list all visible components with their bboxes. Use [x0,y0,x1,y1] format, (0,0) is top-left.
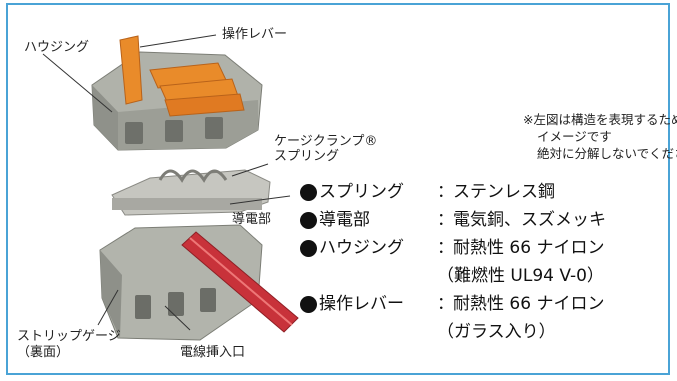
spec-list: スプリング ： ステンレス鋼 導電部 ： 電気銅、スズメッキ ハウジング ： 耐… [300,178,606,346]
bullet-icon [300,295,317,313]
disclaimer-note: ※左図は構造を表現するための イメージです 絶対に分解しないでください [523,111,677,162]
spec-row-conductor: 導電部 ： 電気銅、スズメッキ [300,206,606,234]
label-conductor: 導電部 [232,212,272,227]
label-wire-entry: 電線挿入口 [180,345,246,360]
spec-row-housing: ハウジング ： 耐熱性 66 ナイロン [300,234,606,262]
spec-row-housing-note: （難燃性 UL94 V-0） [437,266,604,286]
operating-levers [119,35,245,117]
note-line-1: ※左図は構造を表現するための [523,112,677,127]
label-spring: ケージクランプ® [274,134,378,149]
cage-clamp-spring [111,169,271,216]
spec-row-lever: 操作レバー ： 耐熱性 66 ナイロン [300,290,606,318]
leader-lines [42,34,291,331]
label-spring-2: スプリング [274,149,340,164]
bullet-icon [300,183,317,201]
bullet-icon [300,211,317,229]
spec-row-spring: スプリング ： ステンレス鋼 [300,178,606,206]
label-strip-gauge-2: （裏面） [17,345,70,360]
label-strip-gauge: ストリップゲージ [17,329,121,344]
label-housing: ハウジング [24,40,90,55]
label-lever: 操作レバー [222,27,288,42]
red-wire [181,231,299,333]
spec-row-lever-note: （ガラス入り） [437,322,556,342]
note-line-3: 絶対に分解しないでください [537,146,677,161]
bullet-icon [300,239,317,257]
note-line-2: イメージです [537,129,612,144]
